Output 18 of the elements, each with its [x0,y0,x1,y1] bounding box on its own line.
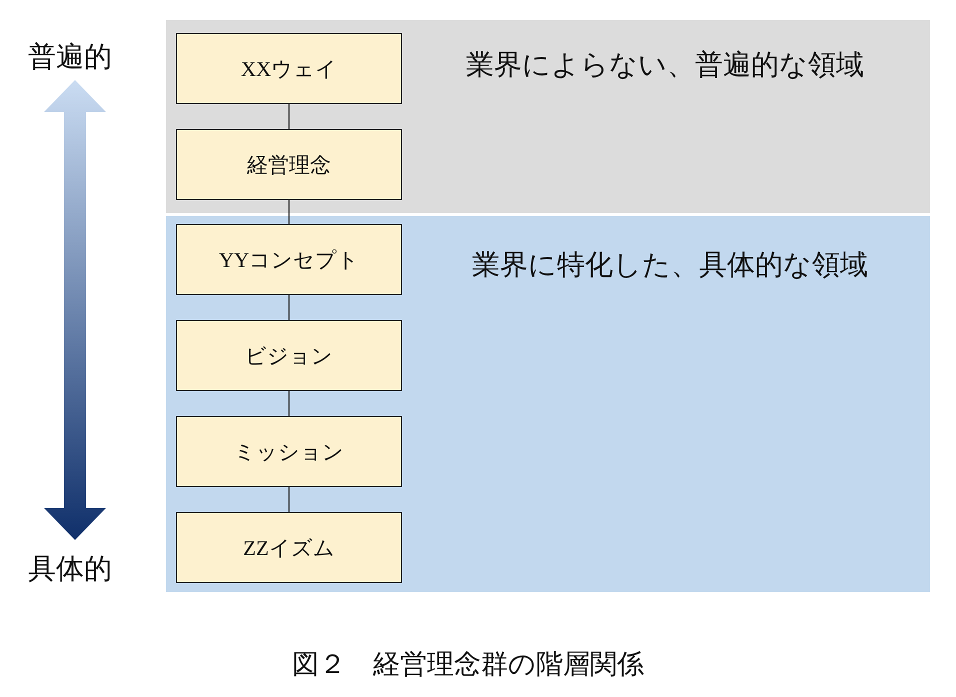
concept-box: XXウェイ [176,33,402,104]
connector-line [288,487,290,512]
region-band [166,216,930,592]
connector-line [288,200,290,224]
concept-box: 経営理念 [176,129,402,200]
figure-caption: 図２ 経営理念群の階層関係 [291,648,645,681]
concept-box: YYコンセプト [176,224,402,295]
region-heading: 業界に特化した、具体的な領域 [472,249,868,283]
region-band [166,20,930,213]
concept-box: ビジョン [176,320,402,391]
concept-box: ZZイズム [176,512,402,583]
concept-box: ミッション [176,416,402,487]
connector-line [288,295,290,320]
connector-line [288,391,290,416]
region-heading: 業界によらない、普遍的な領域 [466,49,864,83]
connector-line [288,104,290,129]
axis-label: 普遍的 [28,41,112,75]
axis-label: 具体的 [28,553,112,587]
